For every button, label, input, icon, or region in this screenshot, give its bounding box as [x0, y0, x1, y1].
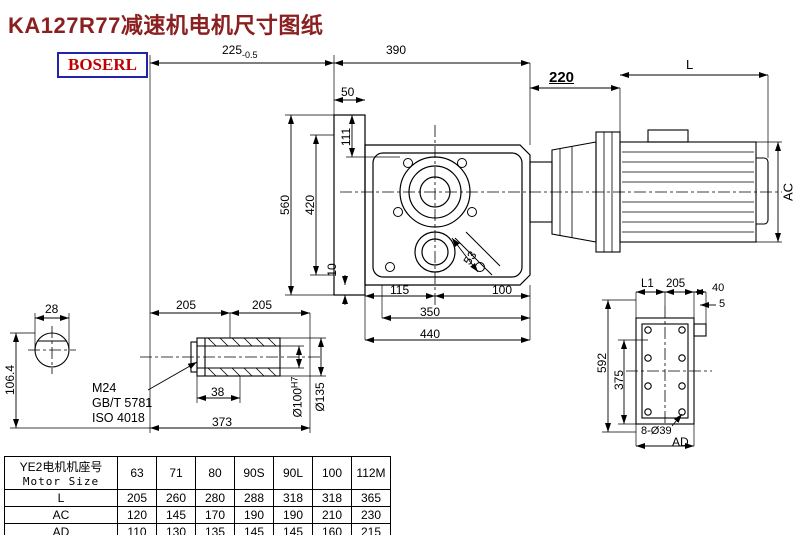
table-header-row: YE2电机机座号 Motor Size 63 71 80 90S 90L 100… [4, 456, 391, 490]
dim-38-label: 38 [211, 385, 225, 399]
table-cell: 160 [312, 523, 352, 535]
table-cell: 365 [351, 489, 391, 507]
row-label: AD [4, 523, 118, 535]
table-cell: 145 [156, 506, 196, 524]
table-cell: 215 [351, 523, 391, 535]
dim-bore-value: Ø100 [290, 388, 305, 418]
dim-420-label: 420 [303, 194, 317, 216]
dim-115-label: 115 [390, 283, 410, 297]
table-header-en: Motor Size [22, 475, 100, 488]
dim-205a-label: 205 [176, 298, 197, 312]
dim-440-label: 440 [420, 327, 441, 341]
dim-bore-fit: H7 [289, 376, 300, 389]
size-column-header: 71 [156, 456, 196, 490]
table-cell: 210 [312, 506, 352, 524]
centerlines [28, 125, 782, 434]
page-title: KA127R77减速机电机尺寸图纸 [8, 13, 324, 38]
dim-10-label: 10 [325, 263, 339, 277]
table-cell: 260 [156, 489, 196, 507]
dim-ac-label: AC [780, 182, 796, 202]
dim-outer-dia-label: Ø135 [313, 382, 327, 412]
dim-592-label: 592 [595, 352, 609, 374]
table-cell: 318 [312, 489, 352, 507]
dim-bore-label: Ø100H7 [289, 376, 305, 418]
dim-40-label: 40 [712, 282, 725, 294]
dim-motor-length-label: L [686, 57, 694, 72]
dim-225-value: 225 [222, 43, 243, 57]
table-cell: 145 [234, 523, 274, 535]
table-cell: 170 [195, 506, 235, 524]
dimension-lines [13, 60, 781, 449]
size-column-header: 80 [195, 456, 235, 490]
size-column-header: 112M [351, 456, 391, 490]
leader-lines [147, 275, 716, 427]
dim-28-label: 28 [45, 302, 59, 316]
table-row-ad: AD 110 130 135 145 145 160 215 [4, 523, 391, 535]
table-cell: 135 [195, 523, 235, 535]
table-row-ac: AC 120 145 170 190 190 210 230 [4, 506, 391, 524]
table-cell: 190 [234, 506, 274, 524]
dim-100-label: 100 [492, 283, 513, 297]
dim-220-label: 220 [549, 69, 575, 86]
table-cell: 288 [234, 489, 274, 507]
dim-l1-label: L1 [641, 278, 654, 290]
table-cell: 230 [351, 506, 391, 524]
dim-225-label: 225-0.5 [222, 44, 258, 60]
row-label: AC [4, 506, 118, 524]
dim-225-tolerance: -0.5 [242, 50, 258, 60]
size-column-header: 63 [117, 456, 157, 490]
standard-gb-label: GB/T 5781 [92, 396, 153, 410]
motor-side-view [529, 129, 769, 253]
table-header-cn: YE2电机机座号 [19, 460, 103, 474]
extension-lines [10, 55, 782, 446]
dim-holes-label: 8-Ø39 [641, 425, 672, 437]
table-cell: 145 [273, 523, 313, 535]
size-column-header: 100 [312, 456, 352, 490]
table-cell: 110 [117, 523, 157, 535]
thread-spec-label: M24 [92, 381, 117, 395]
row-label: L [4, 489, 118, 507]
dim-205-rear-label: 205 [666, 278, 686, 290]
table-row-l: L 205 260 280 288 318 318 365 [4, 489, 391, 507]
table-cell: 280 [195, 489, 235, 507]
dim-50-label: 50 [341, 85, 355, 99]
dim-111-label: 111 [339, 127, 353, 147]
table-cell: 120 [117, 506, 157, 524]
motor-size-table: YE2电机机座号 Motor Size 63 71 80 90S 90L 100… [4, 456, 391, 535]
dim-375-label: 375 [612, 369, 626, 391]
table-cell: 318 [273, 489, 313, 507]
size-column-header: 90S [234, 456, 274, 490]
table-cell: 130 [156, 523, 196, 535]
table-cell: 190 [273, 506, 313, 524]
dim-ad-label: AD [672, 435, 689, 449]
dim-205b-label: 205 [252, 298, 273, 312]
dim-560-label: 560 [278, 194, 292, 216]
dim-350-label: 350 [420, 305, 441, 319]
dim-106-label: 106.4 [3, 364, 17, 396]
dim-5-label: 5 [719, 298, 726, 310]
table-cell: 205 [117, 489, 157, 507]
table-header-cell: YE2电机机座号 Motor Size [4, 456, 118, 490]
standard-iso-label: ISO 4018 [92, 411, 145, 425]
brand-logo: BOSERL [57, 52, 148, 78]
dim-373-label: 373 [212, 415, 233, 429]
size-column-header: 90L [273, 456, 313, 490]
gearbox-front-view [333, 114, 531, 296]
dim-390-label: 390 [386, 43, 407, 57]
